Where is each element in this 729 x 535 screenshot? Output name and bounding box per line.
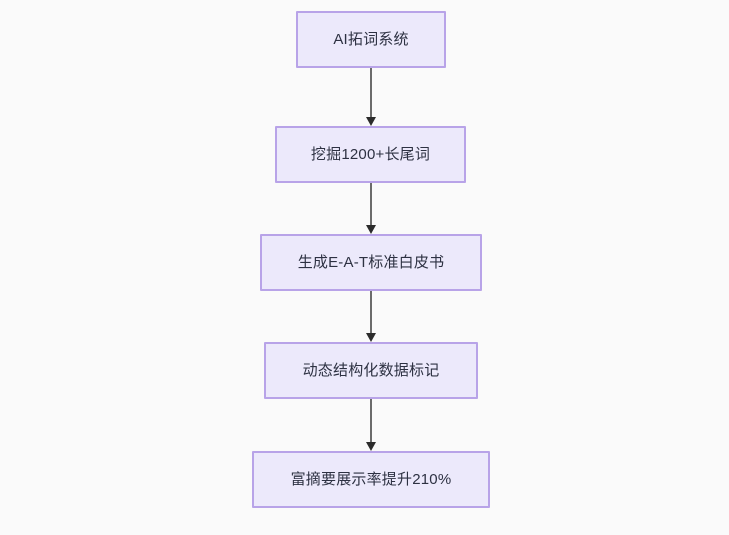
flow-node-ai-keyword-system[interactable]: AI拓词系统 xyxy=(296,11,446,68)
connector-shaft xyxy=(370,291,372,334)
connector-shaft xyxy=(370,68,372,118)
arrowhead-icon xyxy=(366,117,376,126)
connector-shaft xyxy=(370,183,372,226)
arrowhead-icon xyxy=(366,225,376,234)
connector-shaft xyxy=(370,399,372,443)
flow-node-mine-longtail-keywords[interactable]: 挖掘1200+长尾词 xyxy=(275,126,466,183)
flow-node-rich-snippet-impression-lift[interactable]: 富摘要展示率提升210% xyxy=(252,451,490,508)
flow-node-label: 生成E-A-T标准白皮书 xyxy=(297,253,445,271)
flow-node-label: AI拓词系统 xyxy=(333,30,409,48)
flow-node-label: 动态结构化数据标记 xyxy=(302,361,440,379)
flow-node-generate-eat-whitepaper[interactable]: 生成E-A-T标准白皮书 xyxy=(260,234,482,291)
arrowhead-icon xyxy=(366,333,376,342)
flow-node-dynamic-structured-data-markup[interactable]: 动态结构化数据标记 xyxy=(264,342,478,399)
flow-node-label: 挖掘1200+长尾词 xyxy=(310,145,431,163)
arrowhead-icon xyxy=(366,442,376,451)
flow-node-label: 富摘要展示率提升210% xyxy=(290,470,452,488)
